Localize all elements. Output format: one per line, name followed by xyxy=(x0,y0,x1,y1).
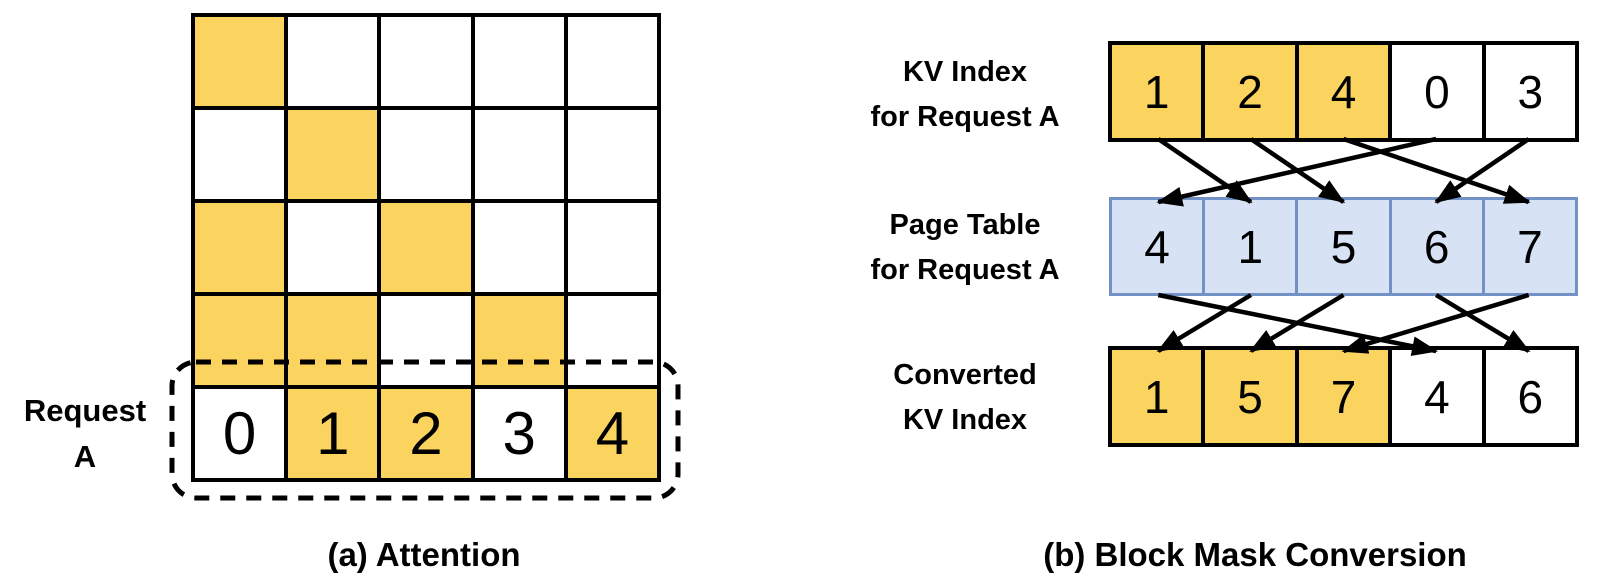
attention-cell-r0c3 xyxy=(474,17,564,106)
attention-cell-r2c0 xyxy=(195,203,285,292)
page-table-cell-3: 6 xyxy=(1391,200,1482,293)
converted-kv-label-line2: KV Index xyxy=(902,404,1028,436)
attention-cell-r3c0 xyxy=(195,296,285,385)
arrow-kv4-to-pt3 xyxy=(1434,137,1530,204)
page-table-label: Page Table for Request A xyxy=(810,203,1120,293)
attention-cell-r3c1 xyxy=(288,296,378,385)
kv-index-label: KV Index for Request A xyxy=(810,50,1120,140)
page-table-cell-1: 1 xyxy=(1205,200,1296,293)
attention-cell-r1c4 xyxy=(567,110,657,199)
request-a-label-line1: Request xyxy=(23,393,147,428)
arrow-pt4-to-conv2 xyxy=(1341,292,1530,354)
attention-cell-r0c1 xyxy=(288,17,378,106)
converted-kv-index-cell-3: 4 xyxy=(1392,350,1482,443)
attention-cell-r1c2 xyxy=(381,110,471,199)
converted-kv-label: Converted KV Index xyxy=(810,353,1120,443)
converted-kv-label-line1: Converted xyxy=(893,359,1037,391)
kv-index-cell-2: 4 xyxy=(1298,45,1389,138)
page-table-cell-0: 4 xyxy=(1112,200,1203,293)
attention-cell-r2c3 xyxy=(474,203,564,292)
request-a-label-line2: A xyxy=(73,439,97,474)
arrow-kv1-to-pt2 xyxy=(1249,137,1346,204)
attention-cell-r3c2 xyxy=(381,296,471,385)
attention-cell-r2c1 xyxy=(288,203,378,292)
arrow-pt3-to-conv4 xyxy=(1434,293,1531,353)
attention-cell-r0c2 xyxy=(381,17,471,106)
arrow-kv2-to-pt4 xyxy=(1342,136,1531,205)
page-table-cell-2: 5 xyxy=(1298,200,1389,293)
converted-kv-index-cell-4: 6 xyxy=(1485,350,1575,443)
kv-index-label-line1: KV Index xyxy=(902,56,1028,88)
attention-cell-r4c3: 3 xyxy=(474,389,564,478)
attention-cell-r4c1: 1 xyxy=(288,389,378,478)
attention-cell-r2c2 xyxy=(381,203,471,292)
kv-index-cell-4: 3 xyxy=(1485,45,1575,138)
page-table-label-line2: for Request A xyxy=(870,254,1060,286)
attention-cell-r1c0 xyxy=(195,110,285,199)
page-table-cell-4: 7 xyxy=(1484,200,1575,293)
arrow-pt2-to-conv1 xyxy=(1249,293,1345,353)
converted-kv-index-cell-2: 7 xyxy=(1298,350,1389,443)
attention-cell-r3c4 xyxy=(567,296,657,385)
converted-kv-index-cell-1: 5 xyxy=(1205,350,1295,443)
attention-cell-r0c4 xyxy=(567,17,657,106)
attention-cell-r0c0 xyxy=(195,17,285,106)
page-table-label-line1: Page Table xyxy=(889,209,1041,241)
attention-cell-r1c1 xyxy=(288,110,378,199)
kv-index-cell-1: 2 xyxy=(1205,45,1295,138)
attention-cell-r4c4: 4 xyxy=(567,389,657,478)
kv-index-cell-0: 1 xyxy=(1112,45,1202,138)
kv-index-cell-3: 0 xyxy=(1392,45,1482,138)
arrow-kv3-to-pt0 xyxy=(1156,136,1437,207)
attention-cell-r2c4 xyxy=(567,203,657,292)
arrow-kv0-to-pt1 xyxy=(1157,137,1253,204)
attention-cell-r4c0: 0 xyxy=(195,389,285,478)
caption-attention: (a) Attention xyxy=(327,536,521,573)
kv-index-label-line2: for Request A xyxy=(870,101,1060,133)
attention-cell-r1c3 xyxy=(474,110,564,199)
attention-cell-r3c3 xyxy=(474,296,564,385)
attention-cell-r4c2: 2 xyxy=(381,389,471,478)
arrow-pt1-to-conv0 xyxy=(1156,293,1253,353)
converted-kv-index-cell-0: 1 xyxy=(1112,350,1202,443)
arrow-pt0-to-conv3 xyxy=(1157,292,1439,357)
request-a-label: Request A xyxy=(5,388,165,480)
caption-block-mask-conversion: (b) Block Mask Conversion xyxy=(1043,536,1467,573)
